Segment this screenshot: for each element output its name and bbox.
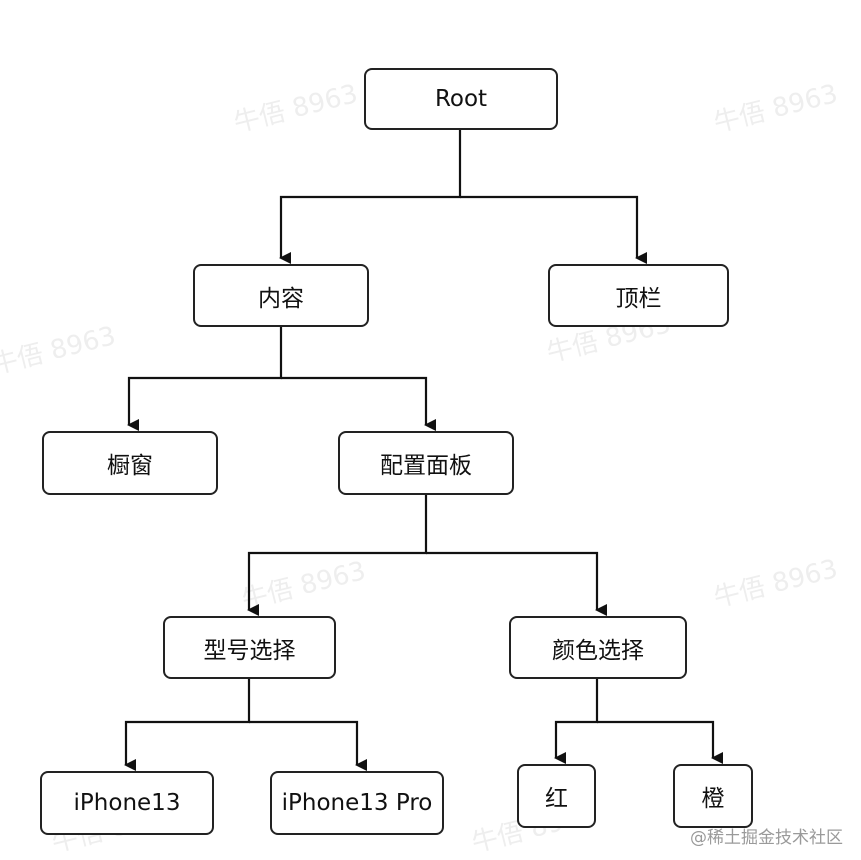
connector — [460, 195, 647, 264]
node-color-select: 颜色选择 — [509, 616, 687, 679]
node-config-panel: 配置面板 — [338, 431, 514, 495]
node-showcase: 橱窗 — [42, 431, 218, 495]
connector — [426, 551, 607, 616]
node-orange: 橙 — [673, 764, 753, 828]
connector — [124, 679, 251, 771]
node-content: 内容 — [193, 264, 369, 327]
connector — [247, 495, 428, 616]
connector — [281, 376, 436, 431]
node-iphone13: iPhone13 — [40, 771, 214, 835]
node-topbar: 顶栏 — [548, 264, 729, 327]
connector — [127, 327, 283, 431]
node-model-select: 型号选择 — [163, 616, 336, 679]
node-root: Root — [364, 68, 558, 130]
node-iphone13-pro: iPhone13 Pro — [270, 771, 444, 835]
connector — [597, 720, 723, 764]
node-red: 红 — [517, 764, 596, 828]
connector — [554, 679, 599, 764]
connector — [279, 130, 462, 264]
connector — [249, 720, 367, 771]
source-credit: @稀土掘金技术社区 — [690, 828, 843, 848]
